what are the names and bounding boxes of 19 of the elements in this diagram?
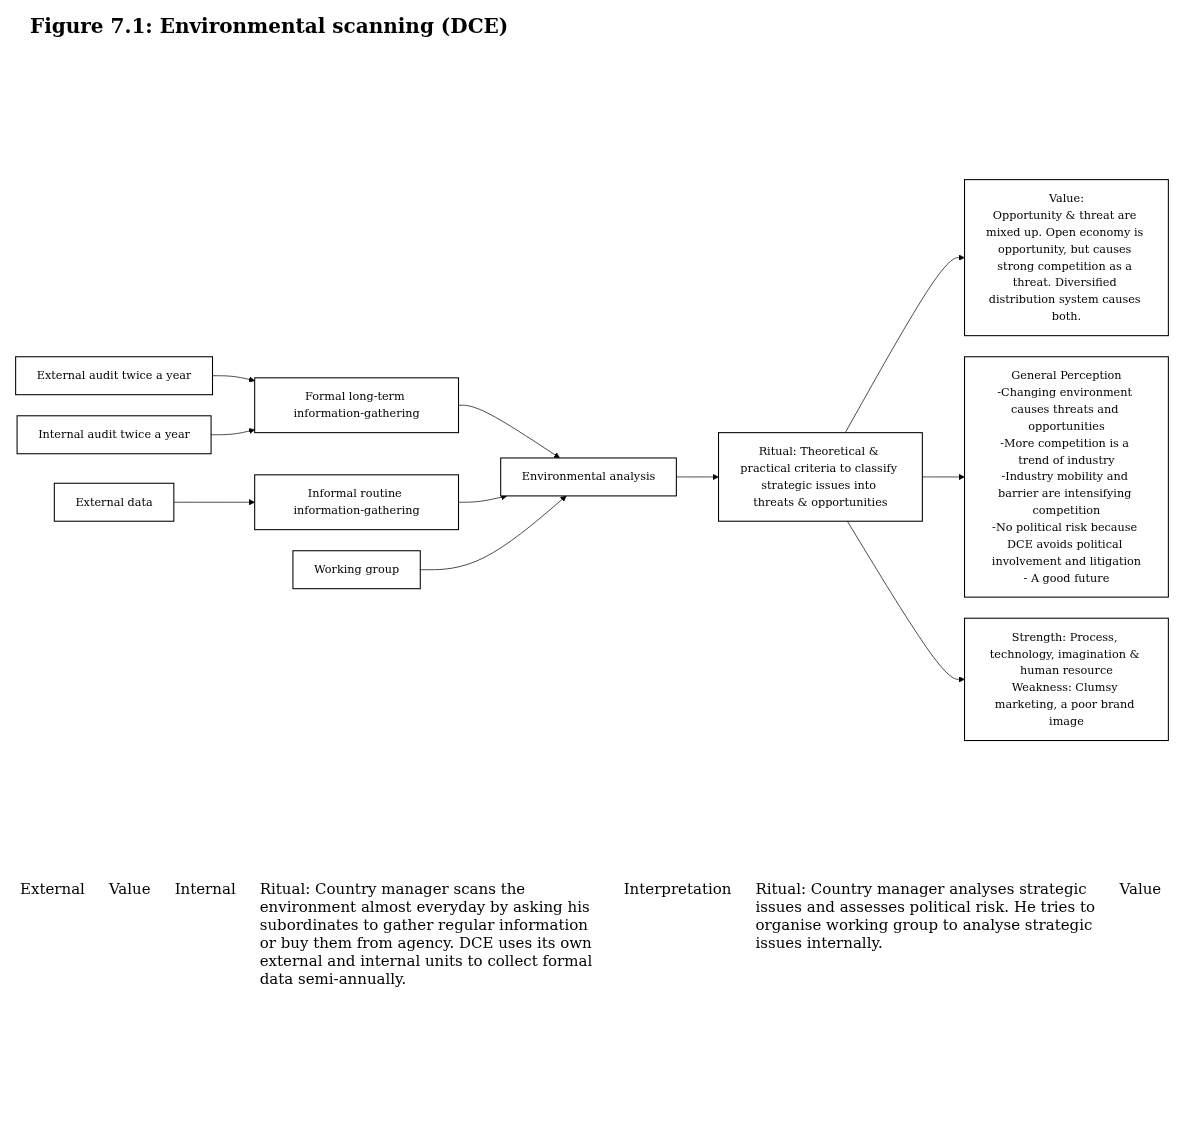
- node-box: General Perception -Changing environment causes threats and opportunities -More competition is a trend of industry -Industry mobility and barrier are intensifying competition -No political risk because DCE avoids political involvement and litigation - A good future: [964, 356, 1169, 598]
- node-box: External audit twice a year: [15, 356, 214, 396]
- node-box: Environmental analysis: [500, 457, 677, 497]
- node-box: Strength: Process, technology, imagination & human resource Weakness: Clumsy marketing, a poor brand image: [964, 617, 1169, 741]
- annotation-text: External: [20, 880, 85, 898]
- annotation-text: Value: [108, 880, 151, 898]
- annotation-text: Ritual: Country manager scans the environment almost everyday by asking his subordinates to gather regular information or buy them from agency. DCE uses its own external and internal units to collect formal data semi-annually.: [259, 880, 594, 988]
- annotation-text: Interpretation: [623, 880, 732, 898]
- node-box: Internal audit twice a year: [16, 415, 212, 455]
- node-box: Informal routine information-gathering: [254, 474, 460, 531]
- node-box: Ritual: Theoretical & practical criteria to classify strategic issues into threats & opportunities: [718, 432, 923, 522]
- node-box: External data: [53, 482, 175, 522]
- annotation-text: Value: [1119, 880, 1162, 898]
- annotation-text: Ritual: Country manager analyses strategic issues and assesses political risk. He tries to organise working group to analyse strategic issues internally.: [755, 880, 1096, 952]
- figure-title: Figure 7.1: Environmental scanning (DCE): [30, 14, 509, 38]
- annotation-text: Internal: [174, 880, 236, 898]
- node-box: Value: Opportunity & threat are mixed up. Open economy is opportunity, but causes strong competition as a threat. Diversified distribution system causes both.: [964, 179, 1169, 337]
- node-box: Working group: [292, 550, 421, 590]
- node-box: Formal long-term information-gathering: [254, 377, 460, 434]
